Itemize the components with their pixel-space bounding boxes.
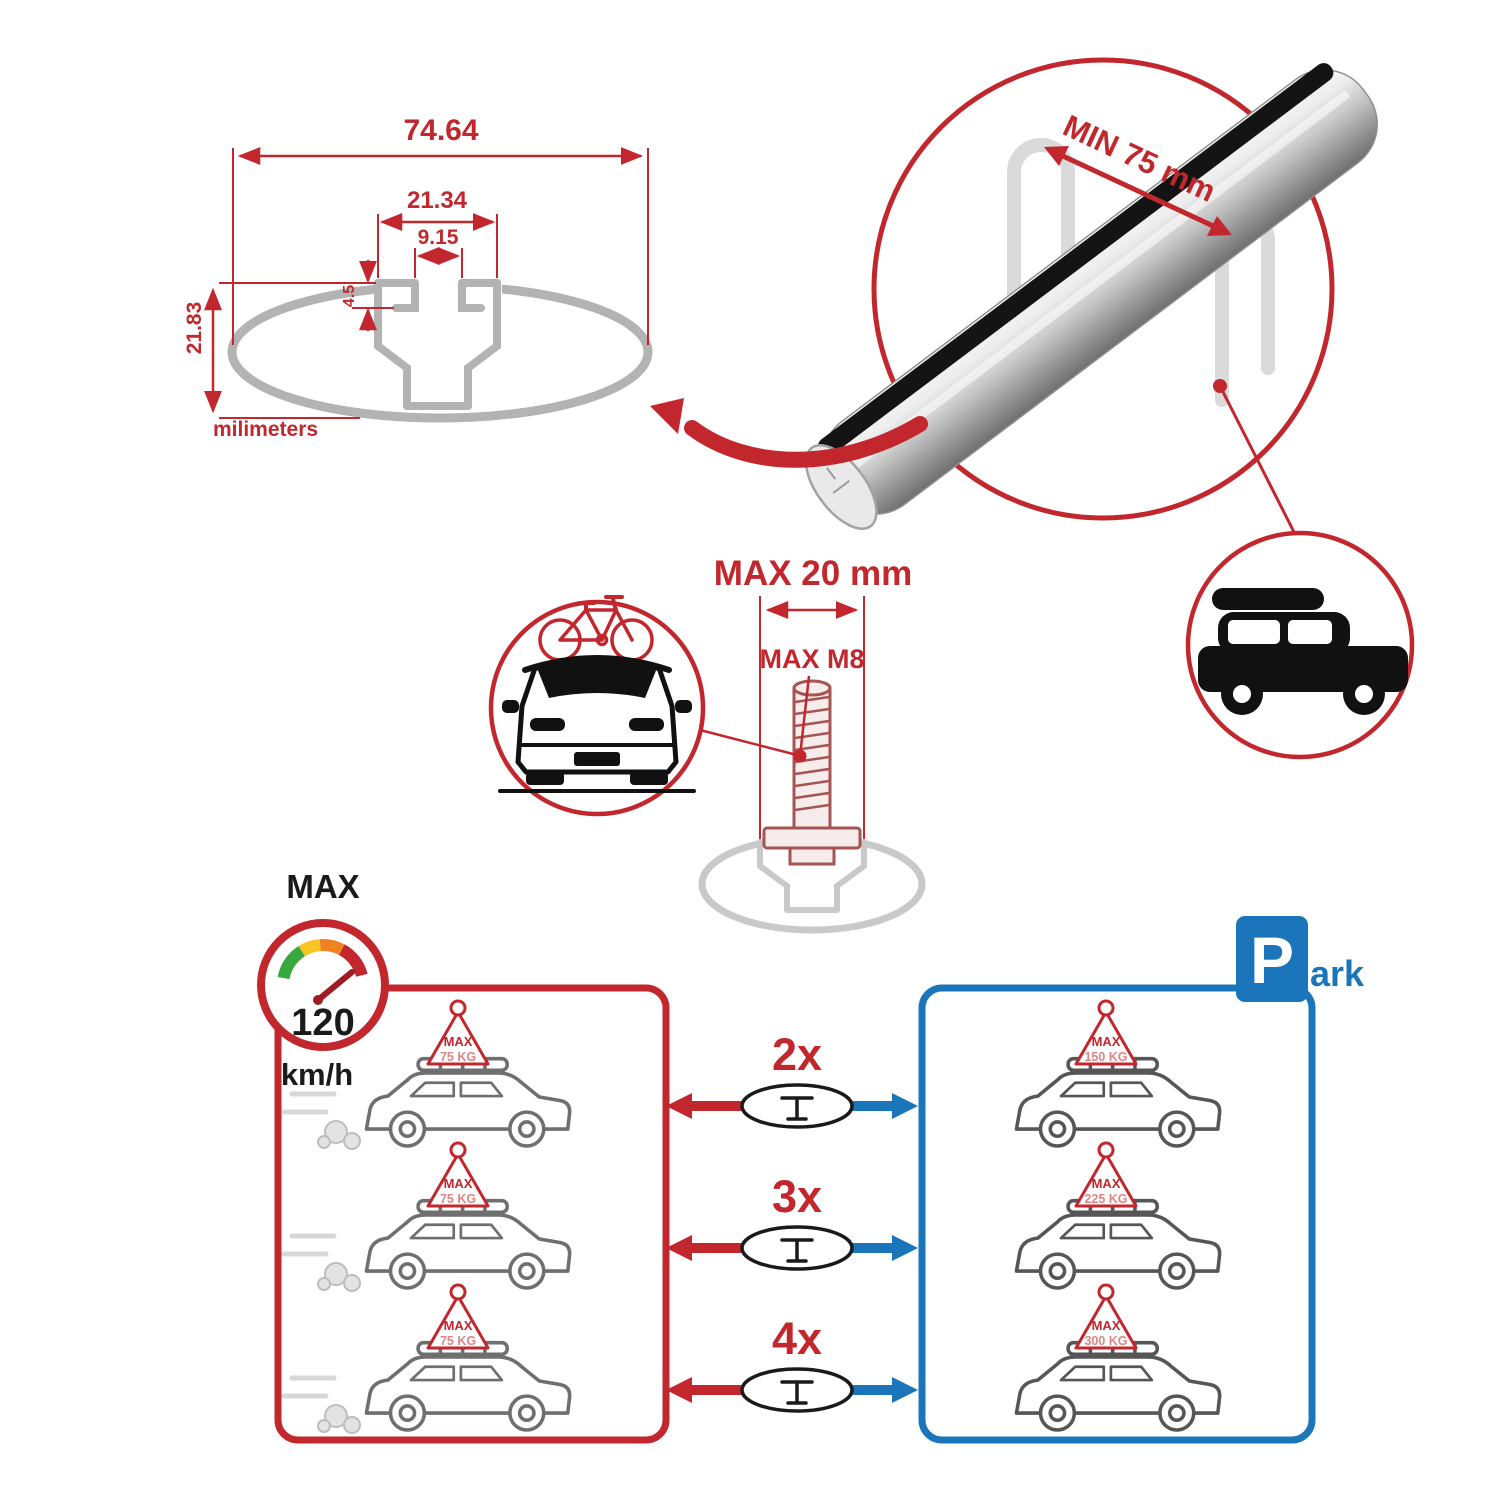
speed-max-label: MAX xyxy=(286,868,359,905)
park-arrowhead xyxy=(892,1093,918,1119)
speed-gauge: 120 xyxy=(257,919,389,1051)
max-thread-label: MAX M8 xyxy=(759,644,864,674)
tag-kg-label: 75 KG xyxy=(440,1050,476,1064)
tag-max-label: MAX xyxy=(444,1034,473,1049)
tag-kg-label: 75 KG xyxy=(440,1192,476,1206)
dim-channel-width-label: 21.34 xyxy=(407,187,468,214)
bar-count-row-1: 2x xyxy=(666,1029,918,1129)
motion-smoke xyxy=(281,1233,361,1292)
dim-slot-width-label: 9.15 xyxy=(418,226,459,249)
speed-limit-group: MAX xyxy=(286,868,359,905)
dimension-slot-width: 9.15 xyxy=(414,226,463,278)
bicycle-icon xyxy=(538,595,654,662)
load-tag-park-1: MAX 150 KG xyxy=(1074,999,1138,1066)
motion-smoke xyxy=(281,1091,361,1150)
arrow-to-cross-section xyxy=(650,398,928,468)
bar-count-label: 2x xyxy=(772,1029,822,1080)
tag-kg-label: 75 KG xyxy=(440,1334,476,1348)
dimension-total-height: 21.83 xyxy=(183,282,374,419)
headlight-left xyxy=(530,718,565,731)
dim-total-width-label: 74.64 xyxy=(403,114,478,147)
bar-count-row-3: 4x xyxy=(666,1313,918,1413)
mirror-right xyxy=(675,700,692,713)
parked-cars: MAX 150 KG MAX 225 KG MAX 300 KG xyxy=(1014,999,1222,1432)
park-arrowhead xyxy=(892,1235,918,1261)
tag-kg-label: 300 KG xyxy=(1084,1334,1127,1348)
gauge-needle xyxy=(315,969,355,1003)
park-sign: P ark xyxy=(1236,916,1365,1002)
tag-max-label: MAX xyxy=(444,1318,473,1333)
motion-smoke xyxy=(281,1375,361,1434)
gauge-arcs xyxy=(277,939,368,980)
load-tag-drive-1: MAX 75 KG xyxy=(426,999,490,1066)
headlight-right xyxy=(629,718,664,731)
park-letter: P xyxy=(1250,923,1294,997)
tag-kg-label: 225 KG xyxy=(1084,1192,1127,1206)
callout-line-m8 xyxy=(798,675,811,757)
license-plate xyxy=(574,752,620,766)
max-width-label: MAX 20 mm xyxy=(714,554,912,593)
aluminum-bar xyxy=(804,63,1378,530)
tag-kg-label: 150 KG xyxy=(1084,1050,1127,1064)
park-sign-square xyxy=(1236,916,1308,1002)
cross-section-diagram: 74.64 21.34 9.15 4.5 21.8 xyxy=(183,114,653,441)
suv-roofbox-inset xyxy=(1185,530,1415,760)
callout-line-car xyxy=(699,728,798,757)
dim-total-height-label: 21.83 xyxy=(183,302,206,355)
crossbar-ellipse-icon xyxy=(740,1083,854,1129)
bar-count-row-2: 3x xyxy=(666,1171,918,1271)
speed-unit: km/h xyxy=(281,1057,353,1092)
car-front-inset xyxy=(488,595,706,817)
t-bolt-icon xyxy=(762,679,862,866)
callout-dot-bolt xyxy=(793,749,807,763)
bar-zoom-inset: MIN 75 mm xyxy=(804,57,1378,537)
park-suffix: ark xyxy=(1310,953,1365,994)
units-label: milimeters xyxy=(213,418,318,441)
drive-arrowhead xyxy=(666,1235,692,1261)
mounting-hoop-left xyxy=(1007,138,1075,397)
tag-max-label: MAX xyxy=(1092,1318,1121,1333)
drive-arrowhead xyxy=(666,1377,692,1403)
dim-lip-depth-label: 4.5 xyxy=(341,285,358,307)
tag-max-label: MAX xyxy=(1092,1034,1121,1049)
mirror-left xyxy=(502,700,519,713)
dimension-total-width: 74.64 xyxy=(232,114,649,345)
crossbar-ellipse-icon xyxy=(740,1225,854,1271)
crossbar-ellipse-icon xyxy=(740,1367,854,1413)
car-front-icon xyxy=(498,655,696,793)
bar-count-label: 3x xyxy=(772,1171,822,1222)
tag-max-label: MAX xyxy=(1092,1176,1121,1191)
dimension-channel-width: 21.34 xyxy=(377,187,498,278)
park-arrowhead xyxy=(892,1377,918,1403)
bolt-diagram: MAX 20 mm MAX M8 xyxy=(698,554,926,934)
swoosh-arrowhead xyxy=(650,398,684,434)
driving-cars: MAX 75 KG MAX 75 KG xyxy=(281,999,572,1434)
callout-line-suv xyxy=(1218,385,1298,537)
drive-arrowhead xyxy=(666,1093,692,1119)
min-span-arrowhead-left xyxy=(1044,146,1069,166)
speed-value: 120 xyxy=(291,1002,354,1044)
min-span-arrowhead-right xyxy=(1207,216,1232,236)
load-tag-park-3: MAX 300 KG xyxy=(1074,1283,1138,1350)
load-tag-drive-2: MAX 75 KG xyxy=(426,1141,490,1208)
load-tag-park-2: MAX 225 KG xyxy=(1074,1141,1138,1208)
tag-max-label: MAX xyxy=(444,1176,473,1191)
suv-roofbox-icon xyxy=(1198,588,1408,715)
t-slot-channel xyxy=(374,279,501,410)
roof-box xyxy=(1212,588,1324,610)
windshield xyxy=(537,659,657,698)
bar-count-label: 4x xyxy=(772,1313,822,1364)
load-tag-drive-3: MAX 75 KG xyxy=(426,1283,490,1350)
rubber-strip xyxy=(817,63,1334,457)
